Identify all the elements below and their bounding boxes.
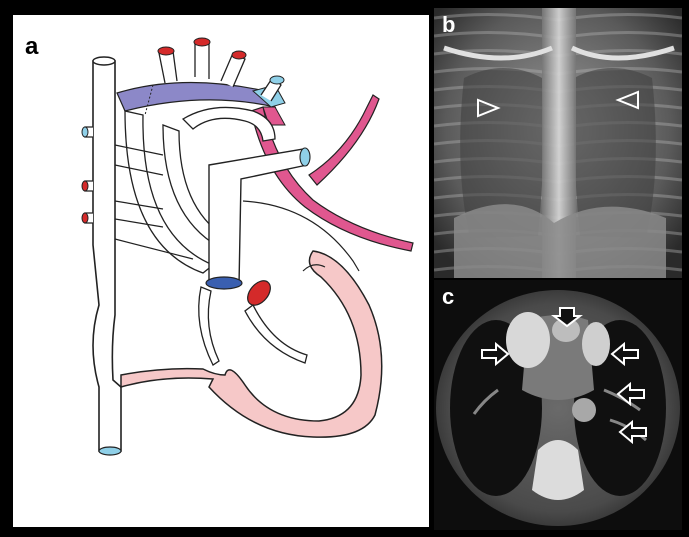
- enhanced-vessel-right: [582, 322, 610, 366]
- panel-c-label: c: [442, 284, 454, 310]
- pulmonary-branch-cap: [300, 148, 310, 166]
- chest-xray-image: [434, 8, 682, 278]
- panel-b-xray: b: [434, 8, 682, 278]
- pink-upper-branch: [309, 95, 379, 185]
- panel-a-label: a: [25, 33, 38, 61]
- pulmonary-trunk: [209, 149, 307, 285]
- heart-schematic: [13, 15, 429, 527]
- pink-ventricle: [121, 251, 382, 437]
- axial-ct-image: [434, 280, 682, 530]
- vena-cava: [93, 61, 121, 451]
- pink-descending-vessel: [251, 107, 413, 251]
- red-valve: [243, 276, 275, 309]
- panel-a-diagram: a: [13, 15, 429, 527]
- arch-branch-1: [159, 51, 177, 83]
- vena-cava-top-cap: [93, 57, 115, 65]
- panel-b-label: b: [442, 12, 455, 38]
- aortic-arch: [117, 82, 275, 111]
- vena-cava-bottom-cap: [99, 447, 121, 455]
- pulmonary-valve: [206, 277, 242, 289]
- right-atrial-wall: [199, 287, 219, 365]
- vertebra: [532, 440, 584, 500]
- septal-flap: [245, 305, 307, 363]
- enhanced-vessel-left: [506, 312, 550, 368]
- panel-c-ct: c: [434, 280, 682, 530]
- descending-aorta: [572, 398, 596, 422]
- arch-branch-2: [195, 43, 209, 79]
